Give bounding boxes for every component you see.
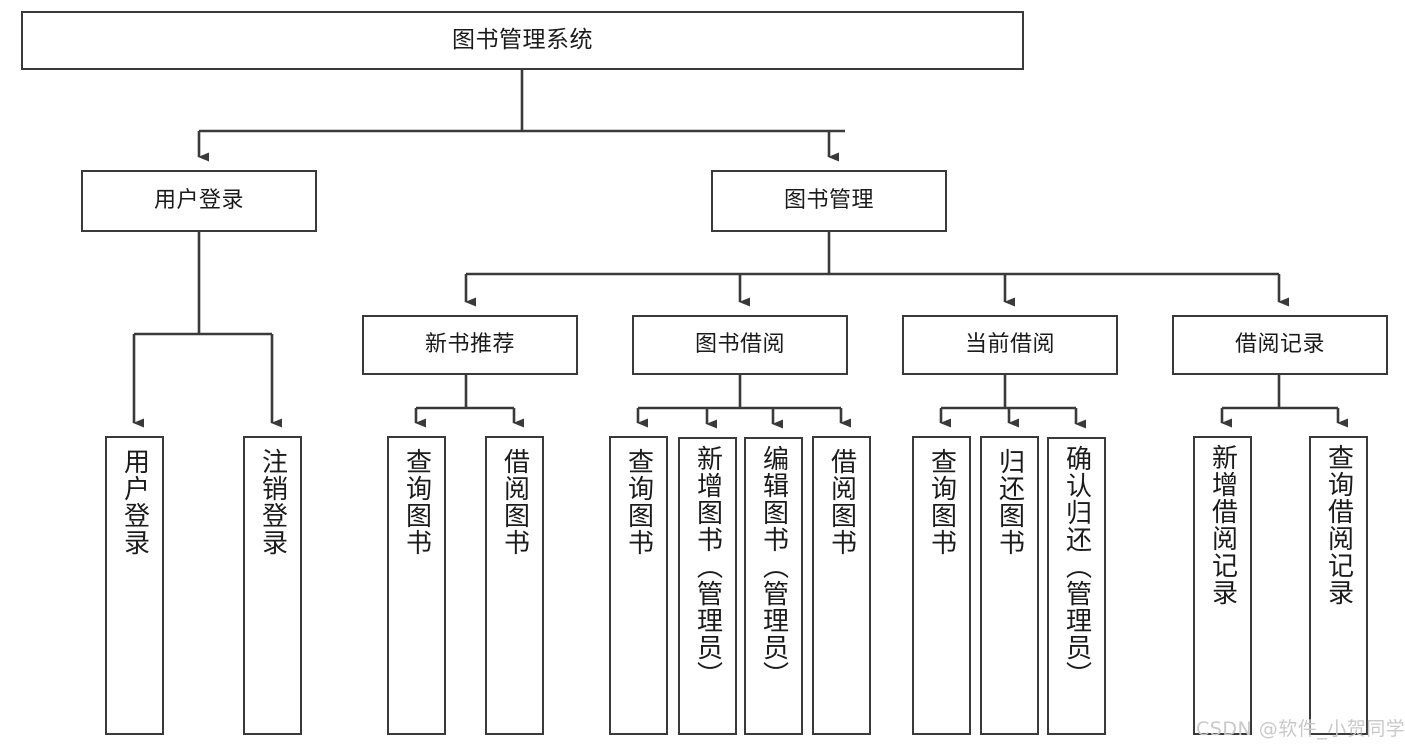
node-label: 图书借阅 bbox=[694, 331, 785, 357]
csdn-watermark: CSDN @软件_小贺同学 bbox=[1196, 718, 1405, 740]
node-user-login[interactable]: 用户登录 bbox=[81, 170, 317, 232]
leaf-query-borrow-record[interactable]: 查询借阅记录 bbox=[1309, 436, 1368, 735]
node-label: 用户登录 bbox=[119, 448, 150, 556]
node-label: 查询借阅记录 bbox=[1323, 444, 1354, 606]
leaf-user-login[interactable]: 用户登录 bbox=[105, 436, 164, 735]
leaf-add-book-admin[interactable]: 新增图书（管理员） bbox=[678, 437, 737, 735]
leaf-confirm-return-admin[interactable]: 确认归还（管理员） bbox=[1047, 437, 1106, 735]
node-book-borrow[interactable]: 图书借阅 bbox=[632, 315, 848, 375]
leaf-add-borrow-record[interactable]: 新增借阅记录 bbox=[1193, 436, 1252, 735]
node-label: 归还图书 bbox=[994, 448, 1025, 556]
leaf-query-book-new-recommend[interactable]: 查询图书 bbox=[387, 436, 446, 735]
node-label: 借阅图书 bbox=[826, 448, 857, 556]
node-label: 编辑图书（管理员） bbox=[758, 445, 789, 688]
leaf-logout-login[interactable]: 注销登录 bbox=[243, 436, 302, 735]
node-label: 新增图书（管理员） bbox=[692, 445, 723, 688]
leaf-edit-book-admin[interactable]: 编辑图书（管理员） bbox=[744, 437, 803, 735]
node-label: 新增借阅记录 bbox=[1207, 444, 1238, 606]
node-label: 查询图书 bbox=[926, 448, 957, 556]
node-root-book-management-system[interactable]: 图书管理系统 bbox=[21, 11, 1024, 70]
node-book-manage[interactable]: 图书管理 bbox=[711, 170, 947, 232]
leaf-return-book[interactable]: 归还图书 bbox=[980, 436, 1039, 735]
node-label: 确认归还（管理员） bbox=[1061, 445, 1092, 688]
node-new-book-recommend[interactable]: 新书推荐 bbox=[362, 315, 578, 375]
node-label: 借阅图书 bbox=[499, 448, 530, 556]
leaf-query-book-borrow[interactable]: 查询图书 bbox=[609, 436, 668, 735]
node-label: 图书管理 bbox=[783, 187, 874, 213]
node-label: 新书推荐 bbox=[424, 331, 515, 357]
node-label: 查询图书 bbox=[401, 448, 432, 556]
node-label: 注销登录 bbox=[257, 448, 288, 556]
leaf-borrow-book-borrow[interactable]: 借阅图书 bbox=[812, 436, 871, 735]
node-label: 借阅记录 bbox=[1234, 331, 1325, 357]
node-label: 当前借阅 bbox=[964, 331, 1055, 357]
node-label: 图书管理系统 bbox=[452, 26, 593, 53]
leaf-borrow-book-new-recommend[interactable]: 借阅图书 bbox=[485, 436, 544, 735]
node-label: 查询图书 bbox=[623, 448, 654, 556]
node-borrow-record[interactable]: 借阅记录 bbox=[1172, 315, 1388, 375]
node-current-borrow[interactable]: 当前借阅 bbox=[902, 315, 1118, 375]
leaf-query-book-current[interactable]: 查询图书 bbox=[912, 436, 971, 735]
node-label: 用户登录 bbox=[153, 187, 244, 213]
